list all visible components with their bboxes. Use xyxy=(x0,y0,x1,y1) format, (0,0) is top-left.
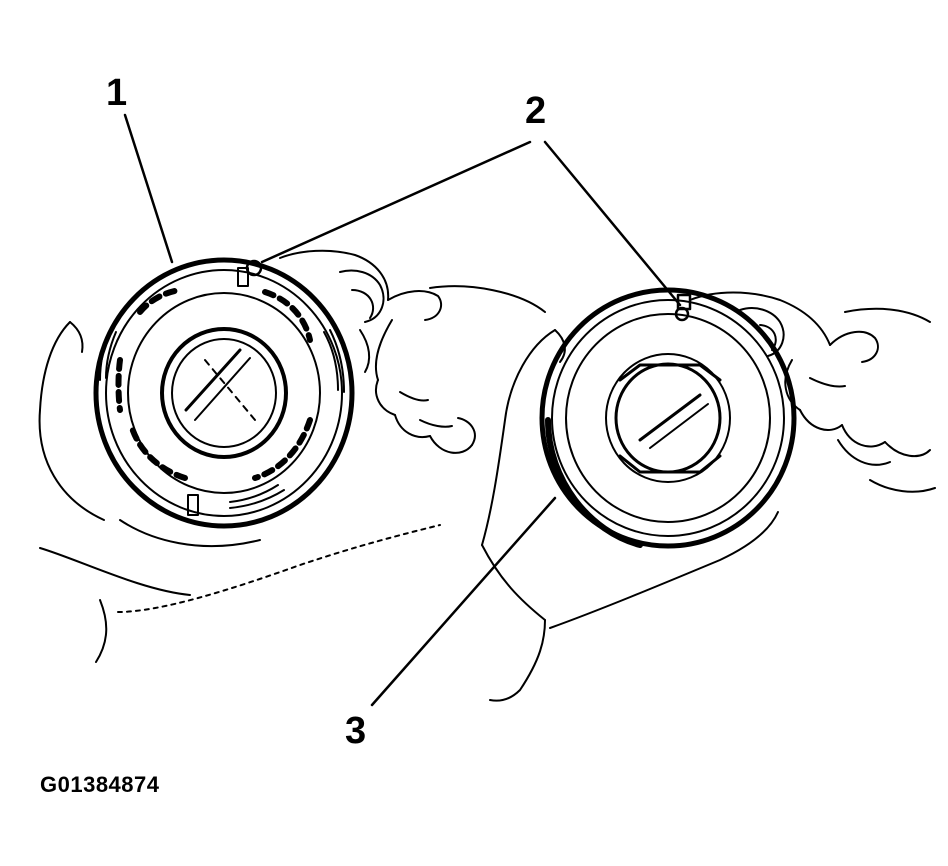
bearing-tab xyxy=(245,259,263,277)
callout-label-1: 1 xyxy=(106,72,128,114)
leader-line-1 xyxy=(123,113,174,264)
left-lower-hand xyxy=(38,321,441,663)
leader-line-2 xyxy=(260,140,682,307)
leader-line-3 xyxy=(370,496,557,707)
thrust-bearing-assembly xyxy=(93,257,355,529)
bearing-race-assembly xyxy=(539,287,797,549)
figure-id-label: G01384874 xyxy=(40,772,160,797)
callout-label-2: 2 xyxy=(525,90,547,132)
right-upper-hand xyxy=(689,291,936,493)
right-lower-hand xyxy=(481,329,779,702)
race-tab xyxy=(674,293,692,322)
callout-label-3: 3 xyxy=(345,710,367,752)
left-upper-hand xyxy=(279,249,546,454)
